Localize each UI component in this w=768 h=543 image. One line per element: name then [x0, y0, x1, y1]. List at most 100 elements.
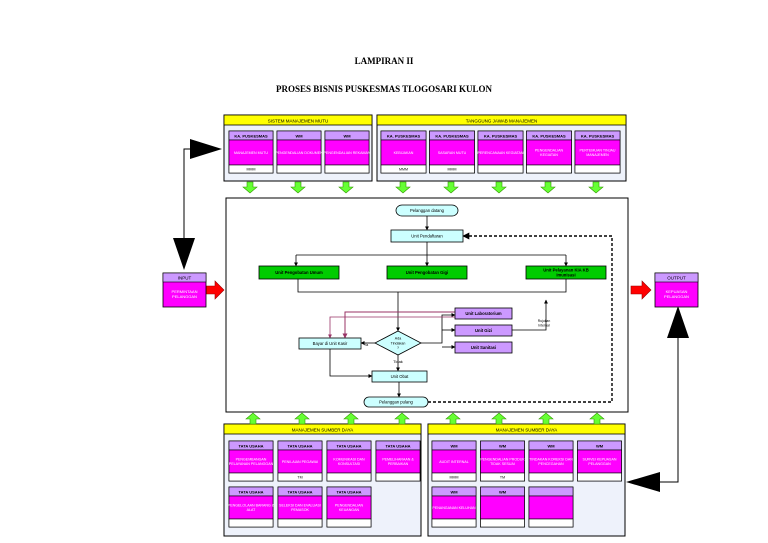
node-laboratorium-text: Unit Laboratorium [465, 311, 502, 316]
card-sdm-right-4-body-text: SURVEI KEPUASAN [583, 457, 617, 461]
panel-sumber-daya-right-header [427, 423, 626, 435]
card-sdm-right-3-body-text: TINDAKAN KOREKSI DAN [529, 457, 573, 461]
flow-lab-kasir [342, 311, 455, 339]
card-tanggung-5-head-text: KA. PUSKESMAS [581, 134, 615, 139]
card-sdm-right-2-body-text: TIDAK SESUAI [490, 462, 515, 466]
card-mutu-3-foot [324, 164, 370, 174]
card-tanggung-2-body [429, 139, 475, 166]
card-sdm-left-1-head-text: TATA USAHA [239, 444, 264, 449]
card-sdm-left-7-body-text: KEUANGAN [339, 508, 360, 512]
card-mutu-3-head-text: WM [343, 134, 351, 139]
flow-services-join [297, 279, 567, 293]
card-tanggung-3-body [477, 139, 524, 166]
card-sdm-right-5-head-text: WM [450, 490, 458, 495]
node-unit-obat-text: Unit Obat [391, 374, 410, 379]
card-sdm-right-7-head [528, 486, 574, 497]
feedback-head-output [667, 306, 689, 338]
node-pengobatan-umum [258, 265, 340, 280]
card-sdm-right-5-foot [431, 518, 477, 528]
card-sdm-right-1-head-text: WM [450, 444, 458, 449]
node-pelayanan-kia [525, 265, 607, 280]
card-sdm-left-7-foot [326, 518, 372, 528]
green-arrow-up-5 [445, 412, 461, 425]
card-sdm-right-3-head-text: WM [547, 444, 555, 449]
card-sdm-left-5-body-text: ALAT [247, 508, 257, 512]
card-sdm-right-2-foot-text: TM [500, 476, 505, 480]
panel-sumber-daya-right-header-text: MANAJEMEN SUMBER DAYA [496, 428, 558, 433]
output-box-body-text: KEPUASAN [666, 289, 688, 294]
card-sdm-left-6-body-text: SELEKSI DAN EVALUASI [279, 503, 321, 507]
card-tanggung-2-head-text: KA. PUSKESMAS [435, 134, 469, 139]
card-sdm-left-6-body-text: PEMASOK [291, 508, 309, 512]
node-pelayanan-kia-text: Imunisasi [556, 273, 575, 278]
node-pengobatan-gigi [386, 265, 468, 280]
card-sdm-left-5-body-text: PENGELOLAAN BARANG & [228, 503, 275, 507]
card-tanggung-4-body [526, 139, 572, 166]
card-sdm-left-5-foot [228, 518, 274, 528]
lampiran-label: LAMPIRAN II [354, 56, 414, 66]
node-unit-pendaftaran [390, 229, 464, 243]
page-title: PROSES BISNIS PUSKESMAS TLOGOSARI KULON [276, 84, 492, 94]
input-box-head [162, 272, 207, 283]
panel-sumber-daya-left-header [223, 423, 422, 435]
card-tanggung-4-body-text: PENGENDALIAN [535, 148, 564, 152]
card-mutu-1-foot-text: MMM [247, 168, 256, 172]
node-sanitasi-text: Unit Sanitasi [471, 345, 496, 350]
card-sdm-left-3-foot [326, 472, 372, 482]
flow-decision-lab [421, 313, 456, 344]
card-tanggung-2-body-text: SASARAN MUTU [438, 151, 467, 155]
card-mutu-2-head-text: WM [295, 134, 303, 139]
card-sdm-right-2-head-text: WM [499, 444, 507, 449]
card-sdm-right-6-body [480, 495, 525, 520]
card-tanggung-2: KA. PUSKESMAS SASARAN MUTU MMM [429, 130, 475, 174]
card-sdm-left-4-head-text: TATA USAHA [386, 444, 411, 449]
card-tanggung-1-body [380, 139, 427, 166]
card-mutu-3-body-text: PENGENDALIAN REKAMAN [324, 151, 371, 155]
card-mutu-2-foot [276, 164, 322, 174]
green-arrow-down-7 [540, 181, 556, 194]
card-sdm-right-6: WM [480, 486, 525, 528]
card-tanggung-1-head-text: KA. PUSKESMAS [387, 134, 421, 139]
card-sdm-right-4-body-text: PELANGGAN [588, 462, 611, 466]
card-sdm-left-1-body-text: PENGEMBANGAN [236, 457, 267, 461]
card-sdm-left-4-body-text: PERBAIKAN [388, 462, 409, 466]
card-sdm-right-6-head-text: WM [499, 490, 507, 495]
card-sdm-left-1-body-text: PELAYANAN PELANGGAN [229, 462, 274, 466]
label-ya: Ya [364, 342, 369, 347]
card-mutu-3-body [324, 139, 370, 166]
card-sdm-left-7-body-text: PENGENDALIAN [335, 503, 364, 507]
output-box-body-text: PELANGGAN [664, 294, 689, 299]
red-arrow-input [205, 280, 225, 300]
node-unit-pendaftaran-text: Unit Pendaftaran [411, 233, 443, 238]
card-sdm-left-6-foot [277, 518, 323, 528]
card-sdm-right-7 [528, 486, 574, 528]
card-tanggung-4-body-text: KEGIATAN [540, 153, 558, 157]
card-sdm-left-4-body-text: PEMELIHARAAN & [382, 457, 414, 461]
card-tanggung-2-foot-text: MMM [448, 168, 457, 172]
green-arrow-up-7 [538, 412, 554, 425]
label-rujukan: Rujukan [538, 319, 551, 323]
node-pelanggan-datang [395, 204, 459, 217]
node-pengobatan-umum-text: Unit Pengobatan Umum [275, 270, 323, 275]
output-box-head [654, 272, 699, 283]
node-sanitasi [454, 341, 513, 354]
feedback-head-top [190, 139, 222, 159]
card-sdm-right-1-foot [431, 472, 477, 482]
green-arrow-up-4 [394, 412, 410, 425]
node-gizi [454, 324, 513, 337]
card-tanggung-5-body [574, 139, 621, 166]
node-pelayanan-kia-text: Unit Pelayanan KIA KB [543, 267, 588, 272]
card-sdm-left-2-foot [277, 472, 323, 482]
label-rujukan: Internal [538, 323, 550, 327]
card-tanggung-1-foot [380, 164, 427, 174]
